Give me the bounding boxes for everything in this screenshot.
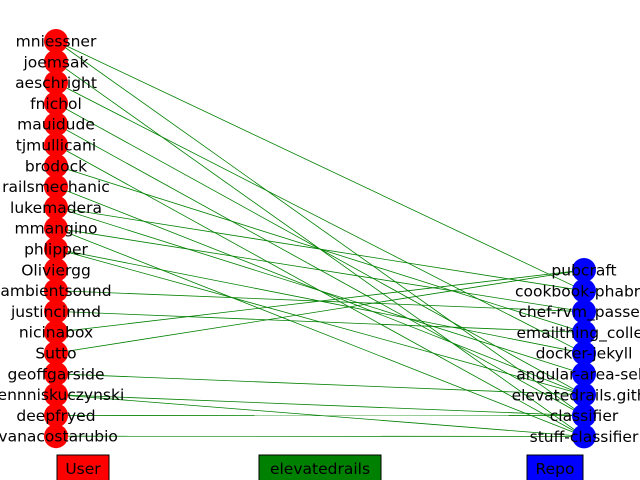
user-node — [44, 91, 68, 116]
user-node-label: ivanacostarubio — [0, 428, 118, 446]
user-node-label: fnichol — [30, 95, 82, 113]
user-node — [44, 361, 68, 386]
legend-repo-box — [526, 454, 584, 480]
edge-line — [55, 227, 585, 312]
user-node — [44, 174, 68, 199]
legend-org-box — [258, 454, 382, 480]
repo-node — [572, 258, 596, 282]
user-node-layer: mniessner joemsak aeschright fnichol mauidud… — [0, 29, 124, 449]
user-node-label: geoffgarside — [7, 365, 104, 383]
repo-node-label: classifier — [550, 407, 619, 425]
user-node-label: justincinmd — [10, 303, 101, 321]
user-node-label: lukemadera — [10, 199, 102, 217]
edge-line — [55, 227, 585, 437]
repo-node-label: cookbook-phabric — [515, 282, 640, 300]
repo-node — [572, 299, 596, 324]
edge-line — [55, 394, 585, 416]
repo-node — [572, 320, 596, 345]
user-node-label: Sutto — [35, 345, 76, 363]
user-node — [44, 320, 68, 345]
repo-node — [572, 403, 596, 428]
user-node — [44, 216, 68, 241]
edge-line — [55, 311, 585, 333]
user-node-label: mauidude — [17, 116, 95, 134]
edge-line — [55, 207, 585, 375]
user-node-label: Oliviergg — [21, 261, 91, 279]
user-node-label: joemsak — [23, 53, 89, 71]
user-node — [44, 237, 68, 261]
repo-node-label: angular-area-sele — [516, 366, 640, 384]
user-node-label: tjmullicani — [16, 137, 96, 155]
edge-line — [55, 40, 585, 292]
user-node — [44, 341, 68, 365]
user-node-label: mmangino — [15, 220, 98, 238]
user-node-label: dennniskuczynski — [0, 386, 124, 404]
user-node — [44, 382, 68, 407]
repo-node-label: chef-rvm_passen — [518, 303, 640, 322]
user-node — [44, 112, 68, 137]
user-node — [44, 278, 68, 303]
user-node — [44, 403, 68, 428]
edge-line — [55, 40, 585, 416]
legend-user-box — [56, 454, 110, 480]
user-node — [44, 195, 68, 220]
user-node — [44, 257, 68, 282]
repo-node — [572, 341, 596, 366]
user-node-label: phlipper — [24, 241, 88, 259]
edge-line — [55, 207, 585, 292]
user-node — [44, 299, 68, 324]
edge-line — [55, 269, 585, 354]
user-node-label: mniessner — [16, 33, 97, 51]
user-node — [44, 133, 68, 157]
repo-node-label: docker-jekyll — [536, 345, 633, 363]
legend: User elevatedrails Repo — [56, 454, 584, 480]
user-node-label: deepfryed — [16, 407, 95, 425]
user-node-label: nicinabox — [19, 324, 93, 342]
legend-user-label: User — [65, 460, 101, 478]
user-node — [44, 49, 68, 74]
repo-node-label: elevatedrails.githu — [512, 386, 640, 404]
user-node — [44, 29, 68, 53]
repo-node-label: emailthing_collec — [516, 324, 640, 343]
user-node — [44, 424, 68, 449]
repo-node — [572, 382, 596, 407]
legend-repo-label: Repo — [536, 460, 575, 478]
user-node — [44, 153, 68, 178]
repo-node — [572, 362, 596, 386]
legend-org-label: elevatedrails — [270, 460, 370, 478]
repo-node-label: stuff-classifier — [530, 428, 639, 446]
user-node-label: aeschright — [15, 74, 97, 92]
user-node-label: railsmechanic — [2, 178, 110, 196]
repo-node-label: pubcraft — [551, 262, 616, 280]
repo-node — [572, 424, 596, 449]
repo-node — [572, 278, 596, 303]
user-node-label: ambientsound — [0, 282, 111, 300]
user-node-label: brodock — [25, 157, 87, 175]
repo-node-layer: pubcraft cookbook-phabric chef-rvm_passene… — [512, 258, 640, 449]
edge-line — [55, 269, 585, 333]
edge-line — [55, 373, 585, 396]
user-node — [44, 70, 68, 95]
edge-layer — [55, 40, 585, 437]
